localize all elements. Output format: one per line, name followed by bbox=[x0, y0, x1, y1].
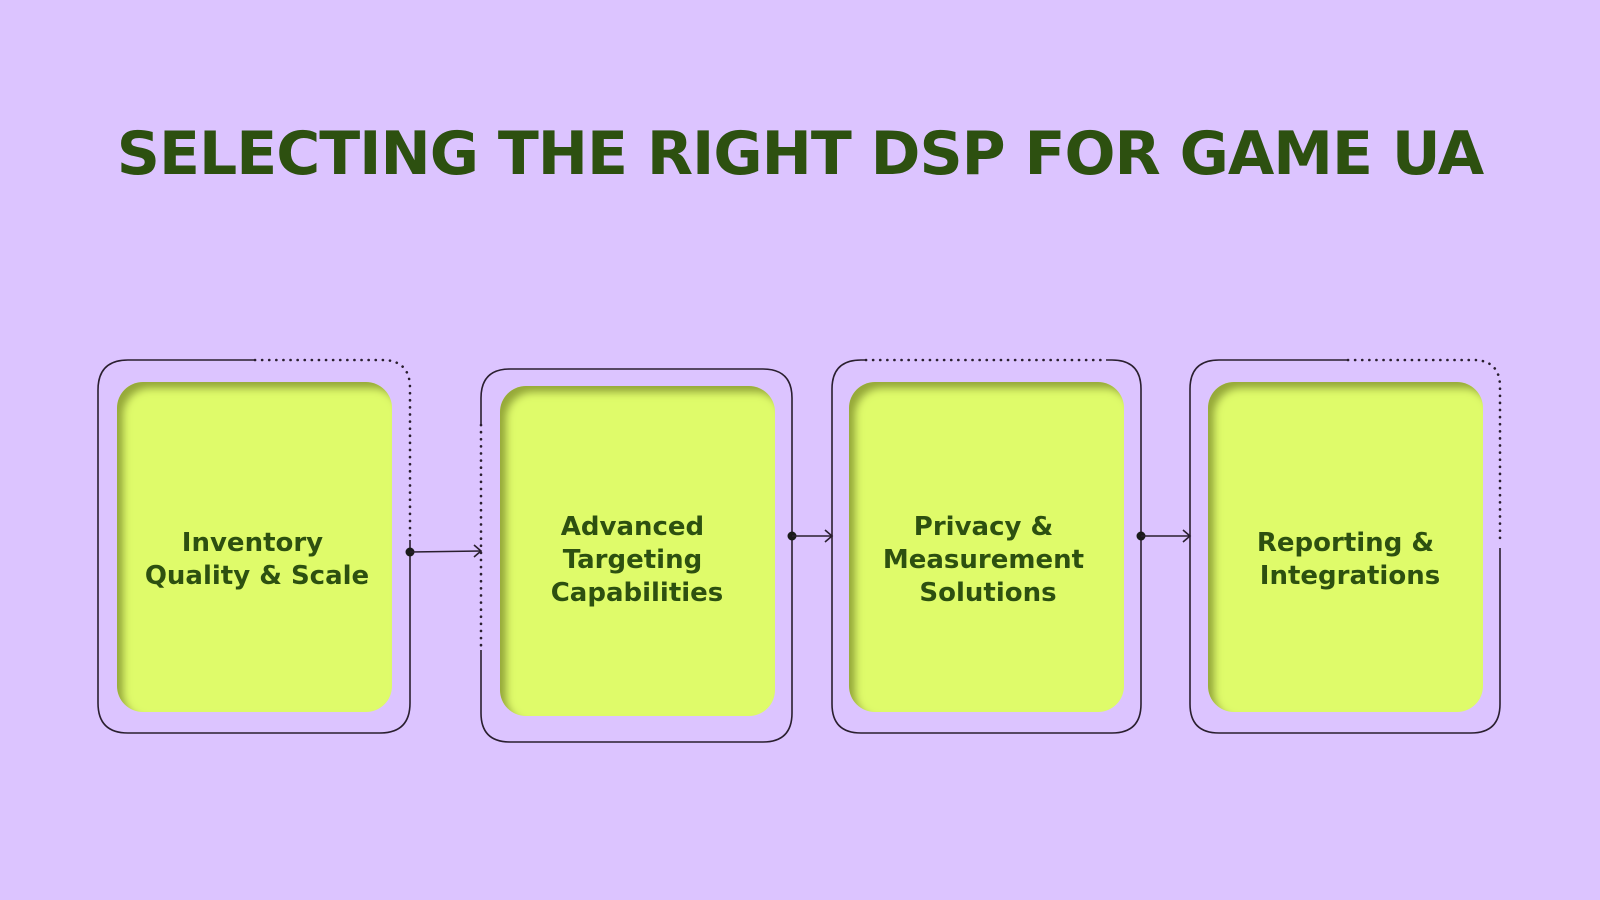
connector-3-4 bbox=[1136, 529, 1192, 543]
step-1-frame bbox=[97, 359, 411, 734]
step-1-label-line: Quality & Scale bbox=[145, 561, 369, 591]
step-2-label-line: Advanced bbox=[561, 512, 704, 542]
step-4-label: Reporting & Integrations bbox=[1257, 528, 1443, 591]
step-4-label-line: Reporting & bbox=[1257, 528, 1434, 558]
step-3-label-line: Solutions bbox=[919, 578, 1056, 608]
step-4-label-line: Integrations bbox=[1260, 561, 1440, 591]
connector-1-2 bbox=[405, 544, 483, 558]
step-1-dotted-border bbox=[253, 358, 412, 542]
step-3-label-line: Measurement bbox=[883, 545, 1084, 575]
step-2: Advanced Targeting Capabilities bbox=[479, 368, 793, 743]
page-title: SELECTING THE RIGHT DSP FOR GAME UA bbox=[116, 119, 1484, 189]
step-4: Reporting & Integrations bbox=[1189, 358, 1502, 734]
step-2-frame bbox=[480, 368, 793, 743]
connector-2-3 bbox=[787, 529, 834, 543]
step-1: Inventory Quality & Scale bbox=[97, 358, 412, 734]
step-4-frame bbox=[1189, 359, 1501, 734]
arrow-head-icon bbox=[473, 544, 483, 558]
step-1-label-line: Inventory bbox=[182, 528, 323, 558]
step-2-card bbox=[500, 386, 775, 716]
step-2-label-line: Capabilities bbox=[551, 578, 724, 608]
step-4-card bbox=[1208, 382, 1483, 712]
step-3-frame bbox=[831, 359, 1142, 734]
step-1-card bbox=[117, 382, 392, 712]
step-3-label: Privacy & Measurement Solutions bbox=[883, 512, 1093, 608]
step-3: Privacy & Measurement Solutions bbox=[831, 358, 1142, 734]
step-3-card bbox=[849, 382, 1124, 712]
step-1-label: Inventory Quality & Scale bbox=[145, 528, 369, 591]
step-3-label-line: Privacy & bbox=[914, 512, 1053, 542]
connector-line bbox=[409, 550, 482, 553]
step-2-label-line: Targeting bbox=[563, 545, 702, 575]
step-2-label: Advanced Targeting Capabilities bbox=[551, 512, 724, 608]
